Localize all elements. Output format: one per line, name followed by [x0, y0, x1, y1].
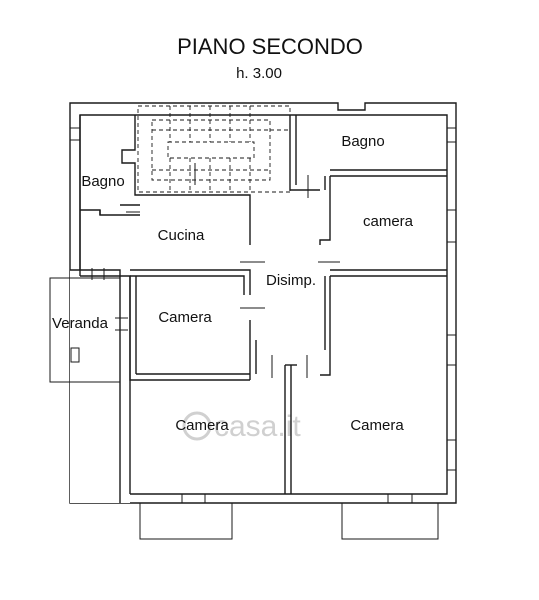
- balconies: [139, 502, 439, 540]
- room-label-veranda: Veranda: [52, 315, 109, 332]
- room-label-camera-mid: Camera: [158, 309, 212, 326]
- plan-title: PIANO SECONDO: [177, 34, 363, 59]
- room-label-cucina: Cucina: [158, 227, 205, 244]
- room-label-bagno-left: Bagno: [81, 173, 124, 190]
- watermark-logo-icon: [182, 411, 212, 441]
- room-label-camera-bottom-left: Camera: [175, 417, 229, 434]
- veranda: [49, 277, 128, 383]
- room-label-camera-bottom-right: Camera: [350, 417, 404, 434]
- room-label-disimp: Disimp.: [266, 272, 316, 289]
- room-label-camera-top-right: camera: [363, 213, 414, 230]
- watermark-text: casa.it: [214, 410, 301, 443]
- watermark: casa.it: [182, 410, 301, 443]
- height-label: h. 3.00: [236, 65, 282, 82]
- stairwell: [137, 105, 291, 193]
- room-label-bagno-right: Bagno: [341, 133, 384, 150]
- interior-walls: [80, 115, 447, 494]
